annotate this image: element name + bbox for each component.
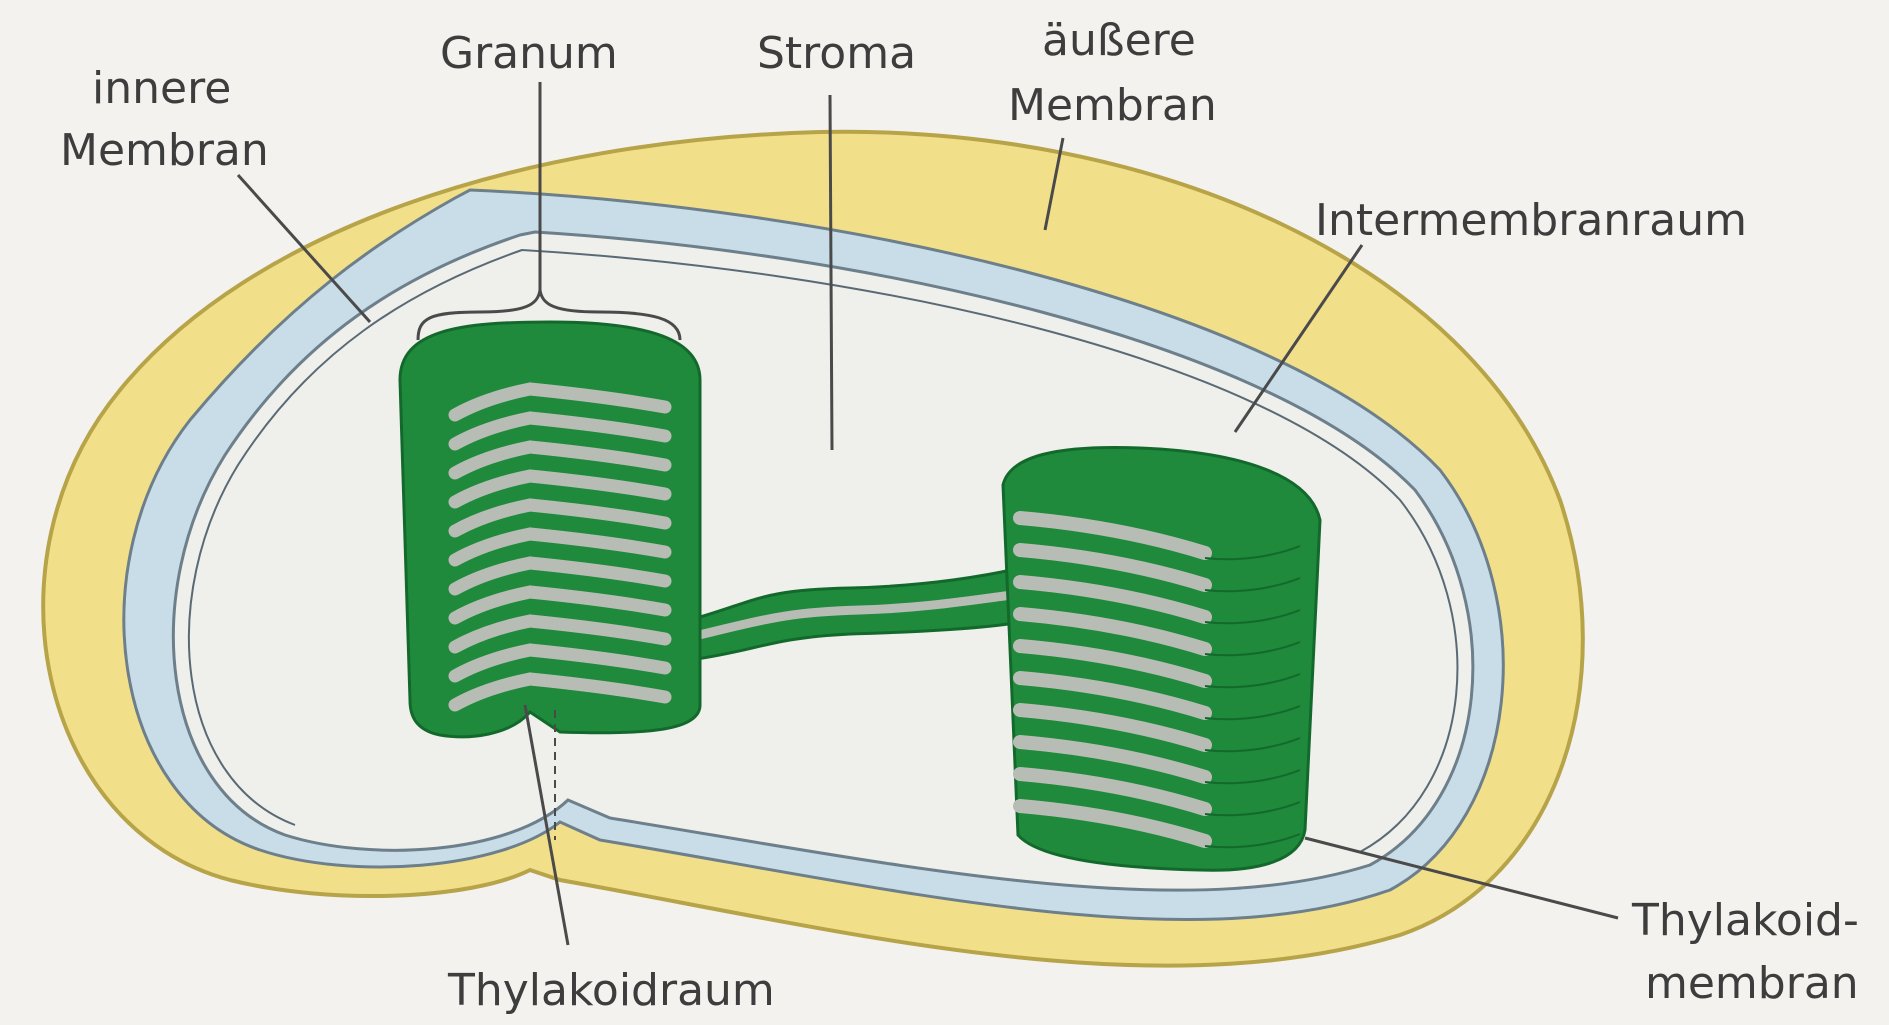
label-aeussere-membran-2: Membran bbox=[1008, 80, 1217, 131]
label-thylakoidmembran-1: Thylakoid- bbox=[1631, 895, 1859, 946]
label-thylakoidmembran-2: membran bbox=[1645, 958, 1859, 1009]
leader-stroma bbox=[830, 95, 832, 450]
label-granum: Granum bbox=[440, 28, 618, 79]
label-innere-membran-1: innere bbox=[92, 63, 231, 114]
label-thylakoidraum: Thylakoidraum bbox=[447, 965, 775, 1016]
granum-left bbox=[400, 322, 700, 737]
label-innere-membran-2: Membran bbox=[60, 125, 269, 176]
label-intermembranraum: Intermembranraum bbox=[1315, 195, 1747, 246]
label-aeussere-membran-1: äußere bbox=[1042, 15, 1196, 66]
granum-right bbox=[1003, 447, 1320, 870]
label-stroma: Stroma bbox=[757, 28, 916, 79]
